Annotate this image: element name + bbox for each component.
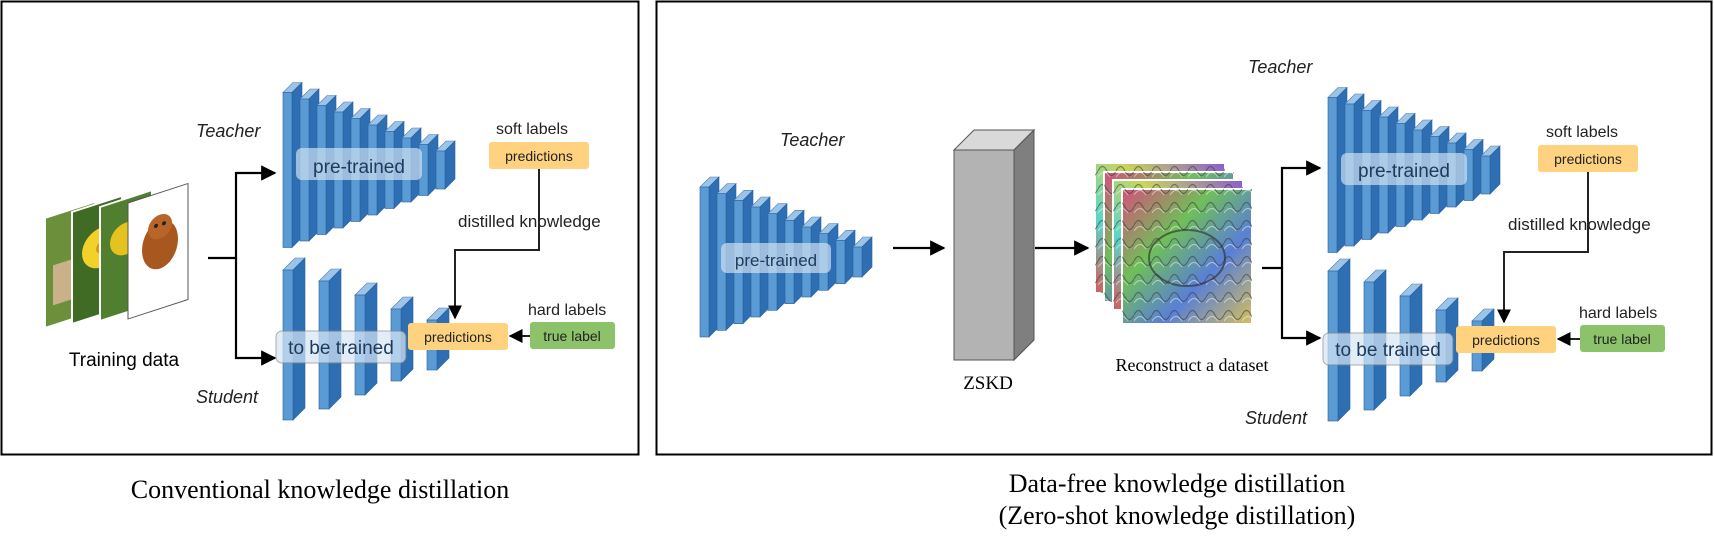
left-branch-arrows — [208, 165, 277, 366]
pre-trained-box — [296, 148, 422, 180]
generator-teacher-network — [699, 176, 873, 338]
right-teacher-predictions-label: predictions — [1554, 151, 1622, 167]
network-layer — [1327, 97, 1338, 253]
data-free-caption-line1: Data-free knowledge distillation — [1008, 469, 1346, 498]
student-predictions-label: predictions — [424, 329, 492, 345]
network-layer — [435, 150, 446, 190]
right-student-label: Student — [1245, 408, 1308, 428]
student-label: Student — [196, 387, 259, 407]
to-be-trained-box — [275, 330, 407, 364]
zskd-label: ZSKD — [963, 373, 1013, 394]
teacher-label: Teacher — [196, 121, 261, 141]
distilled-knowledge-arrow — [448, 169, 540, 320]
left-panel-frame — [0, 0, 640, 456]
right-student-predictions-box — [1456, 326, 1556, 353]
right-to-be-trained-label: to be trained — [1335, 340, 1441, 361]
right-hard-labels-label: hard labels — [1579, 305, 1657, 322]
right-panel-frame — [655, 0, 1713, 456]
student-predictions-box — [408, 323, 508, 350]
data-free-caption-line2: (Zero-shot knowledge distillation) — [998, 501, 1356, 530]
network-layer — [1480, 155, 1491, 195]
right-branch-arrows — [1262, 160, 1322, 346]
right-caption: Data-free knowledge distillation (Zero-s… — [640, 468, 1714, 532]
network-layer — [282, 92, 293, 248]
reconstruct-label: Reconstruct a dataset — [1116, 355, 1269, 375]
right-teacher-label: Teacher — [1248, 57, 1313, 77]
generator-pre-trained-label: pre-trained — [735, 251, 817, 270]
right-pre-trained-box — [1341, 153, 1467, 185]
right-true-label-box — [1580, 325, 1665, 352]
network-layer — [835, 240, 846, 284]
left-caption: Conventional knowledge distillation — [0, 474, 640, 506]
training-images — [44, 182, 189, 330]
soft-labels-label: soft labels — [496, 121, 568, 138]
hard-labels-label: hard labels — [528, 302, 606, 319]
distilled-knowledge-label: distilled knowledge — [458, 212, 601, 231]
generator-teacher-label: Teacher — [780, 130, 845, 150]
right-teacher-predictions-box — [1538, 145, 1638, 172]
right-true-label-text: true label — [1593, 331, 1651, 347]
generator-pre-trained-box — [721, 243, 831, 273]
zskd-block — [952, 128, 1036, 362]
right-pre-trained-label: pre-trained — [1358, 161, 1450, 182]
pre-trained-label: pre-trained — [313, 157, 405, 178]
right-soft-labels-label: soft labels — [1546, 124, 1618, 141]
right-distilled-knowledge-arrow — [1497, 172, 1589, 324]
conventional-caption: Conventional knowledge distillation — [130, 475, 510, 504]
true-label-box — [530, 322, 615, 349]
reconstructed-images — [1094, 162, 1253, 325]
network-layer — [699, 186, 710, 338]
network-layer — [852, 246, 863, 278]
right-to-be-trained-box — [1322, 332, 1454, 366]
right-student-predictions-label: predictions — [1472, 332, 1540, 348]
teacher-predictions-box — [489, 142, 589, 169]
to-be-trained-label: to be trained — [288, 338, 394, 359]
right-distilled-knowledge-label: distilled knowledge — [1508, 215, 1651, 234]
teacher-predictions-label: predictions — [505, 148, 573, 164]
true-label-text: true label — [543, 328, 601, 344]
training-data-label: Training data — [69, 350, 180, 371]
